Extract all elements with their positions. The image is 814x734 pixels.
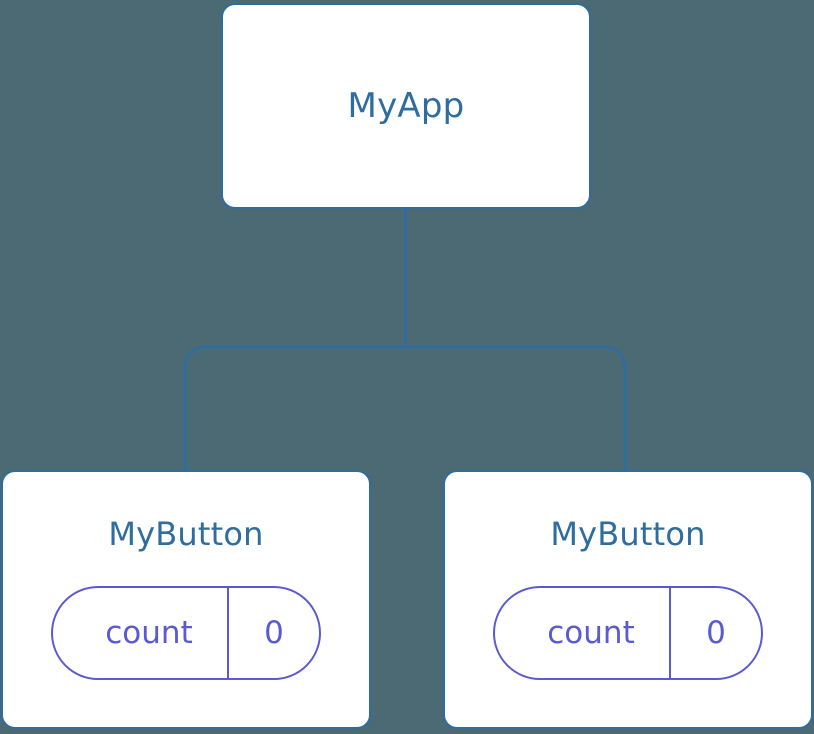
node-mybutton-2-label: MyButton [550, 515, 706, 553]
edge-root-to-child-right [405, 345, 627, 470]
node-myapp[interactable]: MyApp [221, 3, 591, 209]
state-pill-count-2[interactable]: count 0 [493, 586, 763, 680]
node-mybutton-1[interactable]: MyButton count 0 [1, 470, 371, 729]
state-key-2: count [547, 614, 635, 651]
state-value-2: 0 [669, 588, 761, 678]
node-mybutton-1-label: MyButton [108, 515, 264, 553]
node-mybutton-2[interactable]: MyButton count 0 [443, 470, 813, 729]
state-key-1: count [105, 614, 193, 651]
edge-root-to-child-left [183, 345, 406, 470]
state-value-1: 0 [227, 588, 319, 678]
node-myapp-label: MyApp [347, 86, 465, 126]
state-pill-count-1[interactable]: count 0 [51, 586, 321, 680]
